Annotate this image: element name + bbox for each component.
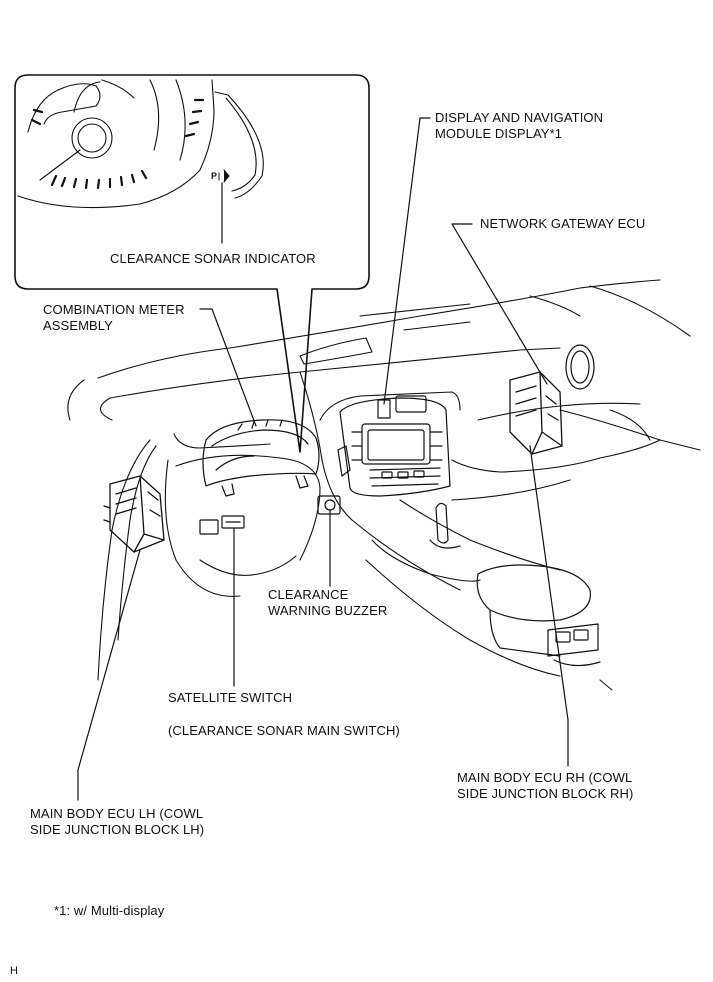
satellite-switch-label: SATELLITE SWITCH xyxy=(168,690,293,705)
clearance-buzzer-label: CLEARANCE WARNING BUZZER xyxy=(268,587,387,619)
figure-code: H xyxy=(10,965,19,977)
combination-meter-label-line2: ASSEMBLY xyxy=(43,318,113,333)
indicator-glyph: P xyxy=(211,171,218,181)
meter-tick-marks xyxy=(30,98,205,190)
combination-meter-label: COMBINATION METER ASSEMBLY xyxy=(43,302,185,334)
meter-closeup xyxy=(17,79,264,209)
dashboard-outline xyxy=(67,279,701,691)
satellite-switch-sublabel: (CLEARANCE SONAR MAIN SWITCH) xyxy=(168,723,400,738)
ecu-rh-label-line2: SIDE JUNCTION BLOCK RH) xyxy=(457,786,634,801)
clearance-sonar-indicator-label: CLEARANCE SONAR INDICATOR xyxy=(110,251,316,266)
leader-network-gateway xyxy=(451,223,548,385)
air-vent-rh xyxy=(565,344,595,390)
ecu-rh-label-line1: MAIN BODY ECU RH (COWL xyxy=(457,770,633,785)
display-nav-module-label: DISPLAY AND NAVIGATION MODULE DISPLAY*1 xyxy=(435,110,603,142)
clearance-warning-buzzer xyxy=(317,495,341,515)
clearance-sonar-indicator-icon xyxy=(218,169,230,183)
callout-bubble xyxy=(14,74,370,453)
leader-combination-meter xyxy=(199,308,257,427)
clearance-buzzer-label-line1: CLEARANCE xyxy=(268,587,349,602)
display-nav-label-line1: DISPLAY AND NAVIGATION xyxy=(435,110,604,125)
footnote: *1: w/ Multi-display xyxy=(54,903,165,918)
ecu-lh-label-line2: SIDE JUNCTION BLOCK LH) xyxy=(30,822,205,837)
combination-meter-label-line1: COMBINATION METER xyxy=(43,302,185,317)
leader-ecu-lh xyxy=(77,549,141,801)
main-body-ecu-lh-label: MAIN BODY ECU LH (COWL SIDE JUNCTION BLO… xyxy=(30,806,204,838)
network-gateway-ecu xyxy=(509,371,563,455)
display-nav-label-line2: MODULE DISPLAY*1 xyxy=(435,126,563,141)
leader-display-nav xyxy=(383,117,431,405)
ecu-lh-label-line1: MAIN BODY ECU LH (COWL xyxy=(30,806,204,821)
clearance-buzzer-label-line2: WARNING BUZZER xyxy=(268,603,388,618)
leader-ecu-rh xyxy=(529,445,569,767)
shift-lever-console xyxy=(429,502,601,667)
satellite-switch xyxy=(199,515,245,535)
network-gateway-label: NETWORK GATEWAY ECU xyxy=(480,216,646,231)
combination-meter xyxy=(202,419,320,497)
main-body-ecu-lh xyxy=(103,475,165,553)
main-body-ecu-rh-label: MAIN BODY ECU RH (COWL SIDE JUNCTION BLO… xyxy=(457,770,633,802)
display-nav-module xyxy=(337,395,451,497)
leader-lines xyxy=(77,117,569,801)
